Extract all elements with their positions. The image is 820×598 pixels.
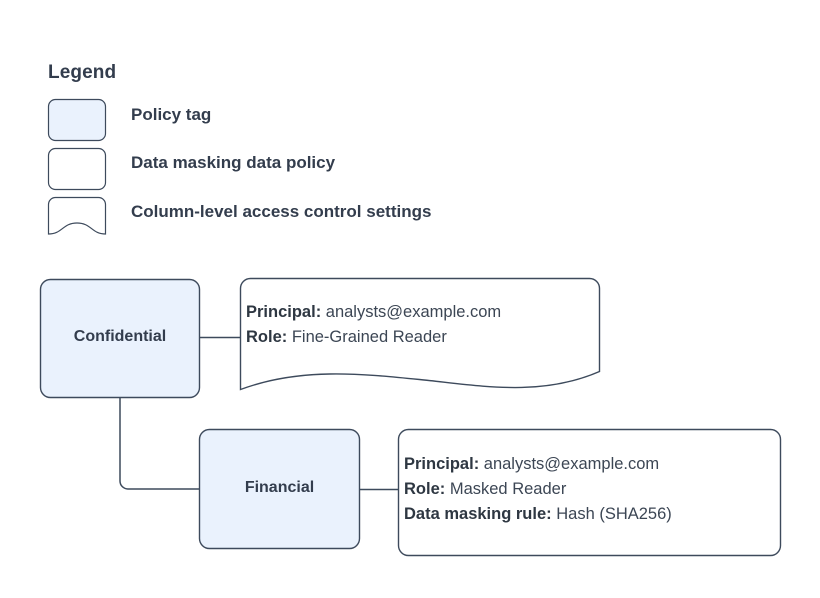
node-label-financial: Financial [244, 479, 315, 496]
callout-line-value: Masked Reader [445, 480, 567, 498]
legend-item-label-policy-tag: Policy tag [131, 105, 212, 124]
legend-swatch-column-access-settings [47, 196, 107, 235]
callout-line-key: Principal: [246, 303, 322, 321]
callout-line: Principal: analysts@example.com [246, 300, 501, 325]
legend-swatch-policy-tag [47, 98, 107, 142]
node-confidential[interactable] [39, 278, 201, 399]
connector-confidential-to-financial [119, 398, 199, 490]
node-financial[interactable] [198, 428, 361, 550]
legend-swatch-data-masking-policy [47, 147, 107, 191]
callout-line-key: Principal: [404, 455, 480, 473]
node-label-confidential: Confidential [73, 328, 167, 345]
callout-confidential-access-shape[interactable] [239, 277, 601, 391]
callout-line-value: analysts@example.com [321, 303, 502, 321]
callout-line-key: Role: [246, 328, 288, 346]
callout-line: Data masking rule: Hash (SHA256) [404, 502, 672, 527]
callout-line: Role: Masked Reader [404, 477, 672, 502]
callout-line-value: Hash (SHA256) [551, 505, 672, 523]
callout-line: Role: Fine-Grained Reader [246, 325, 501, 350]
callout-line-key: Role: [404, 480, 446, 498]
callout-line-key: Data masking rule: [404, 505, 552, 523]
callout-line: Principal: analysts@example.com [404, 452, 672, 477]
callout-line-value: Fine-Grained Reader [287, 328, 447, 346]
legend-item-label-data-masking-policy: Data masking data policy [131, 153, 336, 172]
callout-financial-policy-shape[interactable] [397, 428, 782, 557]
legend-item-label-column-access-settings: Column-level access control settings [131, 202, 432, 221]
legend-title: Legend [48, 62, 117, 83]
callout-line-value: analysts@example.com [479, 455, 660, 473]
